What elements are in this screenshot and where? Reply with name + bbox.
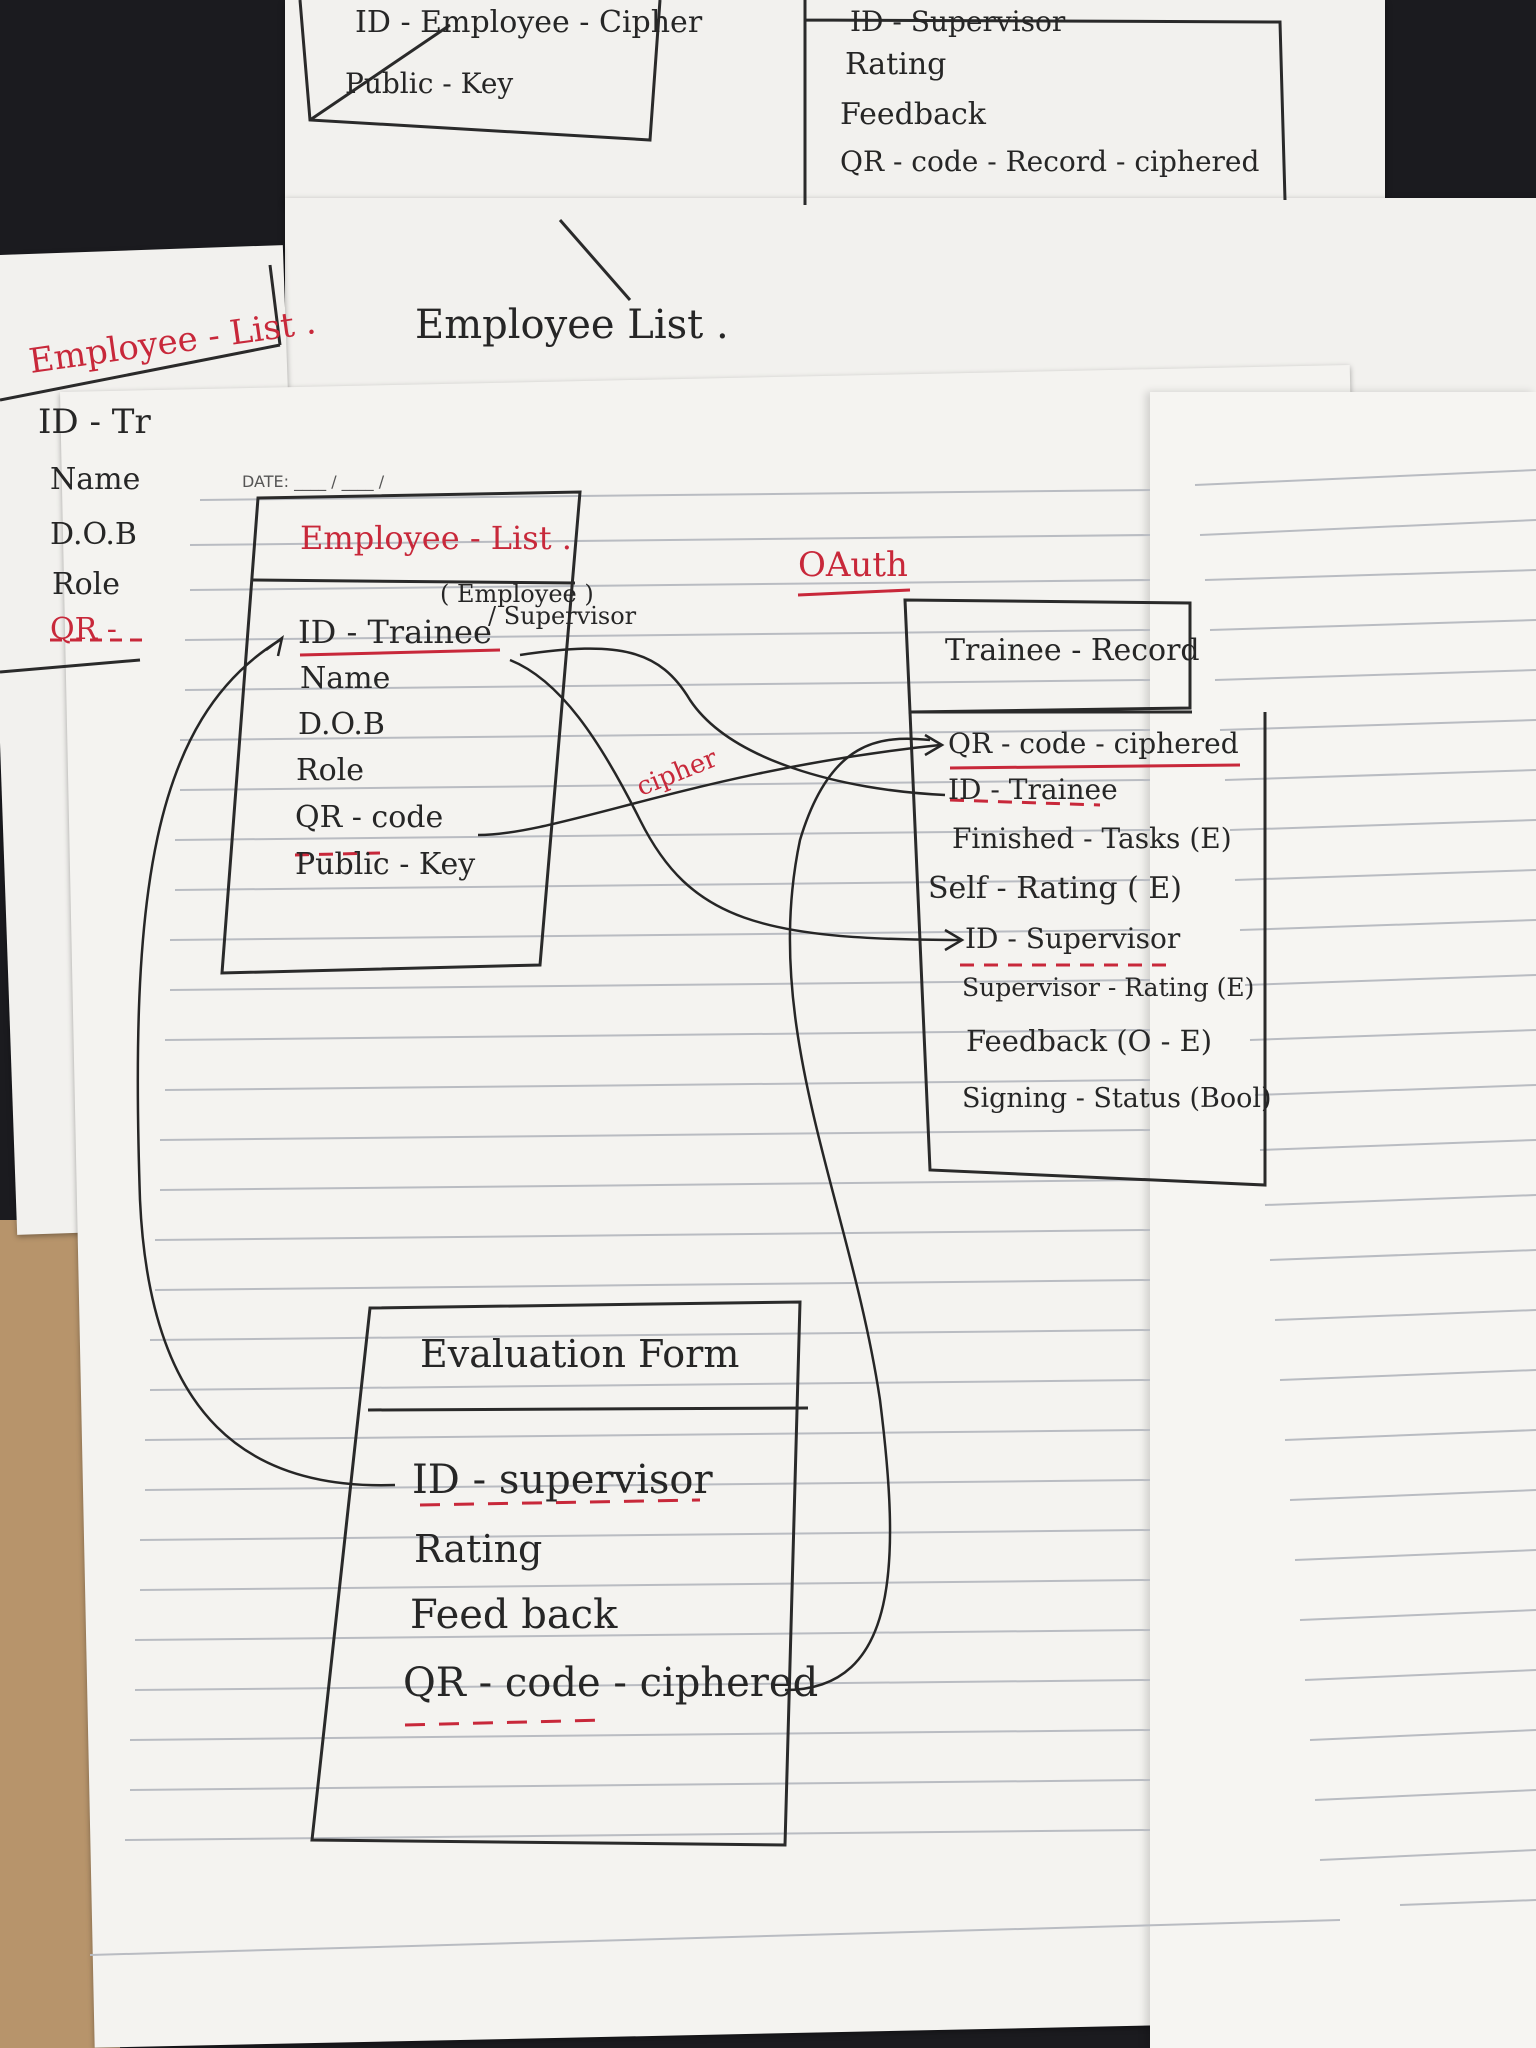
employee-field-name: Name bbox=[300, 661, 391, 696]
employee-field-id-trainee: ID - Trainee bbox=[298, 613, 492, 651]
evaluation-field-rating: Rating bbox=[414, 1527, 543, 1571]
left-sheet-field-4: Role bbox=[52, 567, 120, 602]
left-sheet-field-3: D.O.B bbox=[50, 517, 137, 552]
employee-field-qr-code: QR - code bbox=[295, 800, 444, 835]
ruled-lines bbox=[89, 469, 1536, 1956]
back-sheet-heading: Employee List . bbox=[415, 302, 729, 348]
left-sheet-field-5: QR - bbox=[50, 612, 117, 647]
top-left-field-2: Public - Key bbox=[345, 67, 514, 100]
employee-field-public-key: Public - Key bbox=[295, 847, 476, 882]
evaluation-field-feedback: Feed back bbox=[410, 1592, 618, 1638]
employee-field-dob: D.O.B bbox=[298, 707, 385, 742]
trainee-field-self-rating: Self - Rating ( E) bbox=[928, 871, 1182, 906]
trainee-field-supervisor-rating: Supervisor - Rating (E) bbox=[962, 973, 1255, 1002]
evaluation-field-id-supervisor: ID - supervisor bbox=[412, 1457, 713, 1503]
left-sheet-field-1: ID - Tr bbox=[38, 402, 151, 442]
trainee-field-signing-status: Signing - Status (Bool) bbox=[962, 1083, 1272, 1114]
evaluation-field-qr-code-ciphered: QR - code - ciphered bbox=[403, 1660, 819, 1706]
top-right-field-3: Feedback bbox=[840, 97, 986, 132]
relationship-arrows bbox=[136, 634, 965, 1692]
top-sheet bbox=[285, 0, 1385, 205]
trainee-field-finished-tasks: Finished - Tasks (E) bbox=[952, 822, 1232, 855]
back-sheet bbox=[285, 198, 1536, 398]
trainee-field-id-supervisor: ID - Supervisor bbox=[965, 922, 1181, 955]
top-right-field-2: Rating bbox=[845, 47, 947, 82]
trainee-field-id-trainee: ID - Trainee bbox=[948, 773, 1118, 806]
date-label: DATE: ____ / ____ / bbox=[242, 472, 385, 491]
notebook-right-page bbox=[1150, 392, 1536, 2048]
red-underlines bbox=[50, 588, 1241, 1727]
top-left-field-1: ID - Employee - Cipher bbox=[355, 5, 703, 40]
employee-field-role: Role bbox=[296, 753, 364, 788]
trainee-record-title: Trainee - Record bbox=[945, 633, 1200, 668]
employee-field-supervisor: / Supervisor bbox=[488, 602, 637, 630]
top-right-field-4: QR - code - Record - ciphered bbox=[840, 145, 1260, 178]
evaluation-form-title: Evaluation Form bbox=[420, 1332, 740, 1376]
top-right-field-1: ID - Supervisor bbox=[850, 5, 1066, 38]
employee-list-annotation: ( Employee ) bbox=[440, 580, 594, 608]
left-sheet-field-2: Name bbox=[50, 462, 141, 497]
trainee-field-qr-code-ciphered: QR - code - ciphered bbox=[948, 727, 1239, 760]
employee-list-title: Employee - List . bbox=[300, 519, 572, 557]
trainee-field-feedback: Feedback (O - E) bbox=[966, 1024, 1213, 1058]
table-borders bbox=[0, 0, 1287, 1847]
oauth-label: OAuth bbox=[798, 545, 908, 585]
